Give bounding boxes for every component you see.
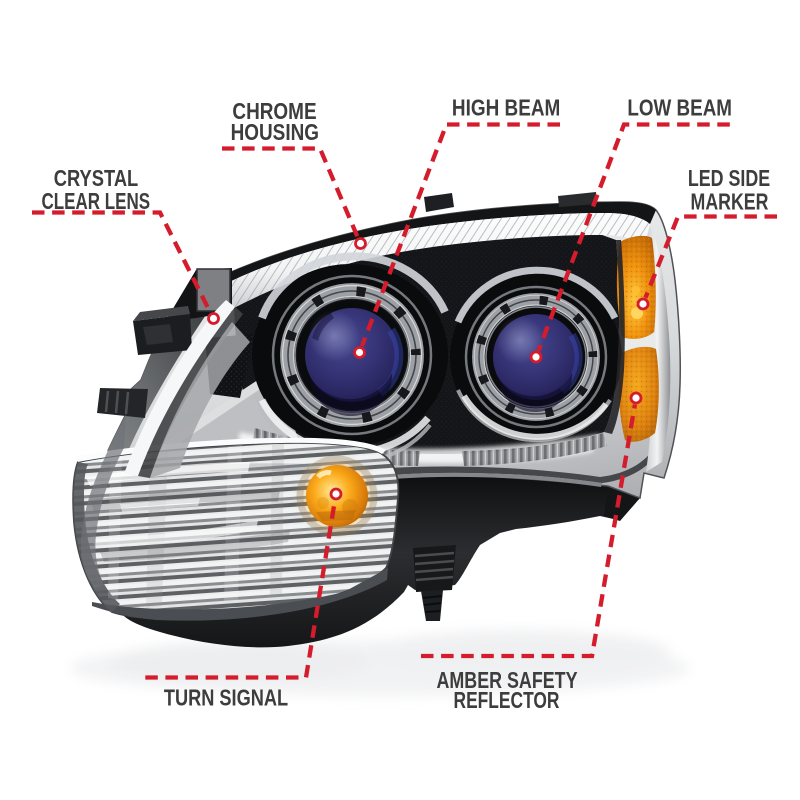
svg-text:HOUSING: HOUSING bbox=[231, 119, 319, 145]
svg-text:CLEAR LENS: CLEAR LENS bbox=[42, 188, 151, 214]
svg-text:AMBER SAFETY: AMBER SAFETY bbox=[437, 667, 578, 693]
svg-text:MARKER: MARKER bbox=[691, 189, 769, 215]
svg-text:CHROME: CHROME bbox=[232, 98, 316, 124]
svg-text:TURN SIGNAL: TURN SIGNAL bbox=[164, 685, 288, 711]
svg-text:LED SIDE: LED SIDE bbox=[688, 165, 770, 191]
svg-text:REFLECTOR: REFLECTOR bbox=[454, 687, 560, 713]
svg-text:CRYSTAL: CRYSTAL bbox=[54, 165, 139, 191]
svg-text:LOW BEAM: LOW BEAM bbox=[627, 95, 732, 121]
svg-text:HIGH BEAM: HIGH BEAM bbox=[452, 95, 560, 121]
